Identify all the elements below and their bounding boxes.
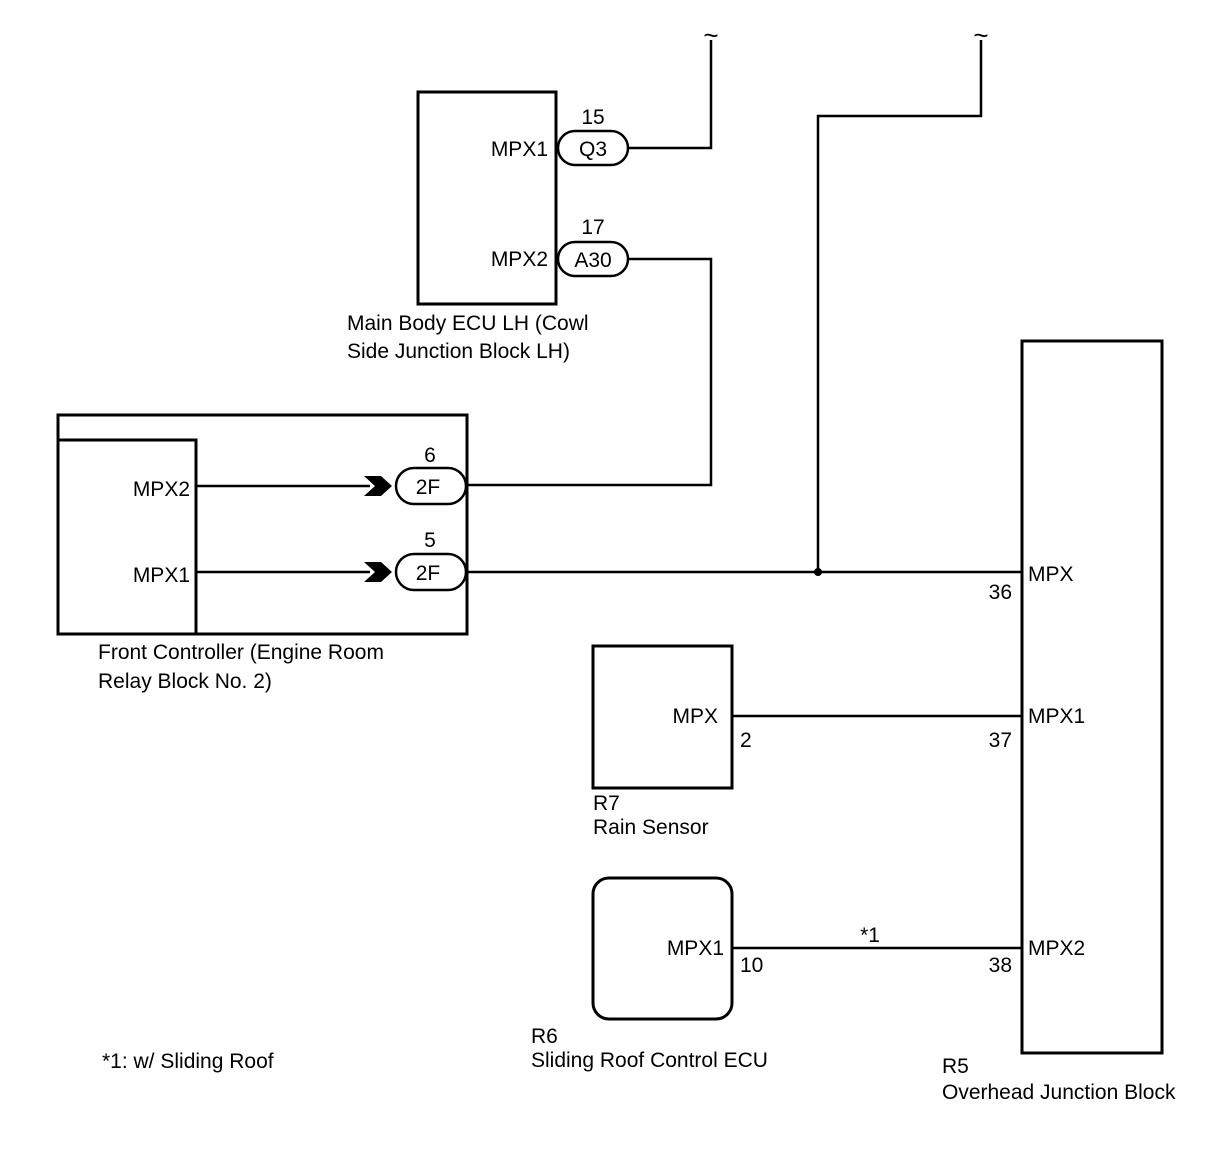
rain-sensor-box xyxy=(591,644,734,790)
connector-2f-pin6 xyxy=(394,466,468,506)
main-body-ecu-mpx2-label: MPX2 xyxy=(491,248,548,271)
main-body-ecu-mpx1-label: MPX1 xyxy=(491,138,548,161)
ojb-name: Overhead Junction Block xyxy=(942,1081,1176,1104)
pin-number-17: 17 xyxy=(581,216,604,239)
pin-number-37: 37 xyxy=(989,729,1012,752)
ojb-mpx2-label: MPX2 xyxy=(1028,937,1085,960)
arrow-chevron-mpx1 xyxy=(364,562,392,582)
pin-number-2: 2 xyxy=(740,729,752,752)
ojb-mpx-label: MPX xyxy=(1028,563,1074,586)
main-body-ecu-name-line2: Side Junction Block LH) xyxy=(347,340,570,363)
rain-sensor-mpx-label: MPX xyxy=(672,705,718,728)
sliding-roof-ecu-code: R6 xyxy=(531,1025,558,1048)
pin-number-38: 38 xyxy=(989,954,1012,977)
footnote: *1: w/ Sliding Roof xyxy=(102,1050,274,1073)
wire-a30-mpx2 xyxy=(466,257,713,487)
sliding-roof-ecu-mpx1-label: MPX1 xyxy=(667,937,724,960)
pin-number-6: 6 xyxy=(424,444,436,467)
pin-number-10: 10 xyxy=(740,954,763,977)
pin-number-5: 5 xyxy=(424,529,436,552)
connector-q3-label: Q3 xyxy=(579,138,607,161)
connector-2f-pin5-label: 2F xyxy=(416,562,441,585)
pin-number-36: 36 xyxy=(989,581,1012,604)
ojb-mpx1-label: MPX1 xyxy=(1028,705,1085,728)
wire-note-star1: *1 xyxy=(860,924,880,947)
wire-break-symbol-left: ~ xyxy=(703,20,718,50)
front-controller-name-line1: Front Controller (Engine Room xyxy=(98,641,384,664)
wire-break-symbol-right: ~ xyxy=(973,20,988,50)
front-controller-inner-box xyxy=(56,438,198,636)
wire-mpx-branch-up xyxy=(816,40,983,572)
ojb-code: R5 xyxy=(942,1055,969,1078)
rain-sensor-code: R7 xyxy=(593,792,620,815)
pin-number-15: 15 xyxy=(581,106,604,129)
front-controller-mpx2-label: MPX2 xyxy=(133,478,190,501)
connector-a30-label: A30 xyxy=(574,249,611,272)
arrow-chevron-mpx2 xyxy=(364,476,392,496)
front-controller-mpx1-label: MPX1 xyxy=(133,564,190,587)
front-controller-name-line2: Relay Block No. 2) xyxy=(98,670,272,693)
splice-junction-dot xyxy=(814,568,822,576)
wire-q3-mpx1 xyxy=(628,40,713,150)
overhead-junction-block-box xyxy=(1020,339,1164,1055)
main-body-ecu-name-line1: Main Body ECU LH (Cowl xyxy=(347,312,589,335)
sliding-roof-ecu-name: Sliding Roof Control ECU xyxy=(531,1049,768,1072)
connector-2f-pin6-label: 2F xyxy=(416,476,441,499)
rain-sensor-name: Rain Sensor xyxy=(593,816,709,839)
main-body-ecu-box xyxy=(416,90,558,306)
